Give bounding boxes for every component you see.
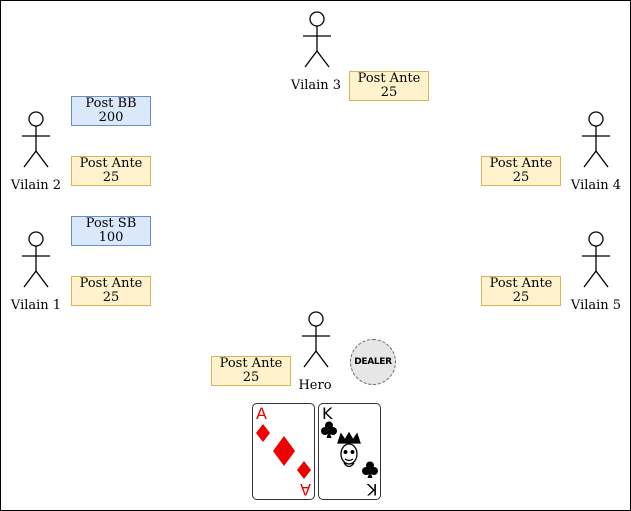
king-rank-top: K (322, 404, 333, 423)
club-small-icon (362, 461, 378, 478)
villain-2-person-icon (22, 111, 50, 168)
villain-1-ante-box: Post Ante 25 (71, 276, 151, 306)
diamond-small-icon (297, 461, 311, 479)
dealer-button: DEALER (350, 339, 396, 385)
villain-5-ante-box: Post Ante 25 (481, 276, 561, 306)
villain-4-person-icon (582, 111, 610, 168)
villain-1-small-blind-box: Post SB 100 (71, 216, 151, 246)
villain-2-label: Vilain 2 (10, 178, 62, 193)
villain-3-label: Vilain 3 (290, 78, 342, 93)
villain-5-ante-action: Post Ante (489, 276, 553, 291)
villain-4-label: Vilain 4 (570, 178, 622, 193)
villain-3-ante-amount: 25 (380, 85, 398, 100)
villain-2-big-blind-box: Post BB 200 (71, 96, 151, 126)
ace-rank-bottom: A (300, 480, 311, 499)
ace-rank-top: A (256, 404, 267, 423)
king-rank-bottom: K (366, 480, 378, 499)
king-of-clubs-card: K K (318, 403, 381, 500)
villain-1-blind-action: Post SB (85, 216, 137, 231)
diamond-center-icon (273, 436, 295, 466)
villain-1-blind-amount: 100 (98, 230, 124, 245)
villain-4-ante-action: Post Ante (489, 156, 553, 171)
hero-ante-amount: 25 (242, 370, 260, 385)
villain-2-blind-amount: 200 (98, 110, 124, 125)
villain-1-person-icon (22, 231, 50, 288)
hero-person-icon (302, 311, 330, 368)
hero-label: Hero (298, 378, 332, 393)
villain-4-ante-box: Post Ante 25 (481, 156, 561, 186)
villain-2-blind-action: Post BB (85, 96, 137, 111)
villain-2-ante-amount: 25 (102, 170, 120, 185)
villain-1-label: Vilain 1 (10, 298, 62, 313)
villain-4-ante-amount: 25 (512, 170, 530, 185)
villain-1-ante-amount: 25 (102, 290, 120, 305)
hero-ante-action: Post Ante (219, 356, 283, 371)
villain-2-ante-action: Post Ante (79, 156, 143, 171)
hero-ante-box: Post Ante 25 (211, 356, 291, 386)
villain-3-ante-box: Post Ante 25 (349, 71, 429, 101)
villain-5-label: Vilain 5 (570, 298, 622, 313)
villain-3-person-icon (303, 11, 331, 68)
dealer-button-label: DEALER (354, 357, 392, 367)
diamond-small-icon (256, 424, 270, 442)
ace-of-diamonds-card: A A (252, 403, 315, 500)
villain-3-ante-action: Post Ante (357, 71, 421, 86)
villain-2-ante-box: Post Ante 25 (71, 156, 151, 186)
villain-5-person-icon (582, 231, 610, 288)
king-face-icon (337, 432, 361, 468)
villain-5-ante-amount: 25 (512, 290, 530, 305)
villain-1-ante-action: Post Ante (79, 276, 143, 291)
club-small-icon (321, 421, 337, 438)
